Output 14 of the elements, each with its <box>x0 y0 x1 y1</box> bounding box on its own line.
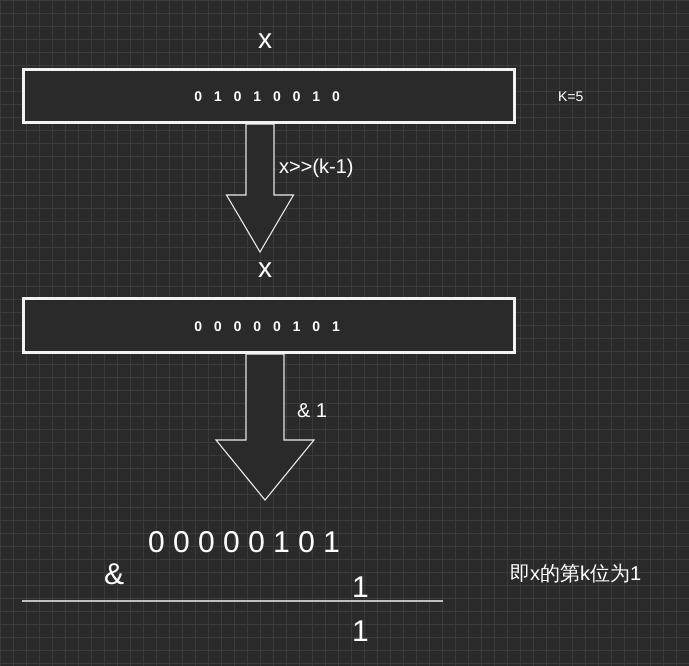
and-operator: & <box>104 558 124 592</box>
binary-value: 0 1 0 1 0 0 1 0 <box>193 87 345 105</box>
block-arrow <box>225 123 295 254</box>
variable-name: x <box>257 24 273 54</box>
block-arrow <box>214 353 316 501</box>
result-note: 即x的第k位为1 <box>510 562 642 587</box>
variable-name: x <box>257 253 273 283</box>
binary-value: 0 0 0 0 0 1 0 1 <box>193 316 345 334</box>
result-value: 1 <box>352 615 369 649</box>
edge-label: & 1 <box>297 400 328 423</box>
binary-operand: 0 0 0 0 0 1 0 1 <box>148 526 340 560</box>
binary-operand: 1 <box>352 571 369 605</box>
parameter-note: K=5 <box>558 88 584 104</box>
edge-label: x>>(k-1) <box>279 156 354 179</box>
